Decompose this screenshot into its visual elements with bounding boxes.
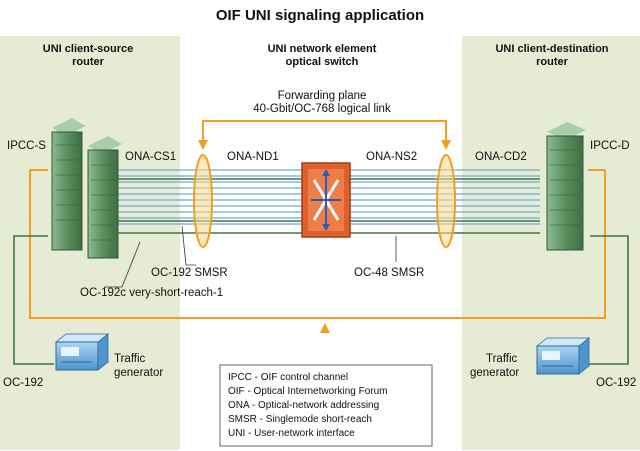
ipcc-s-label: IPCC-S (7, 140, 46, 152)
forwarding-plane-line1: Forwarding plane (278, 90, 367, 102)
forwarding-plane-line2: 40-Gbit/OC-768 logical link (253, 103, 391, 115)
traffic-gen-right-line1: Traffic (486, 353, 518, 365)
legend-box (219, 364, 433, 447)
legend-item: ONA - Optical-network addressing (228, 400, 379, 411)
ona-nd1-label: ONA-ND1 (227, 151, 279, 163)
traffic-gen-left-line2: generator (114, 367, 163, 379)
oc192c-vsr-label: OC-192c very-short-reach-1 (80, 287, 223, 299)
diagram-title: OIF UNI signaling application (216, 7, 424, 24)
traffic-generator-right-icon (535, 337, 591, 375)
ona-cs1-label: ONA-CS1 (125, 151, 176, 163)
forwarding-plane-bracket (202, 120, 447, 143)
left-lens (193, 154, 213, 248)
ona-ns2-label: ONA-NS2 (366, 151, 417, 163)
control-arrow-up (320, 323, 330, 333)
arrow-down-left (198, 140, 208, 150)
arrow-down-right (441, 140, 451, 150)
oc192-smsr-label: OC-192 SMSR (151, 267, 228, 279)
oc192-left-label: OC-192 (3, 377, 43, 389)
center-panel-header-line1: UNI network element (268, 43, 377, 55)
traffic-generator-left-icon (54, 333, 110, 371)
legend-item: SMSR - Singlemode short-reach (228, 414, 372, 425)
legend-item: UNI - User-network interface (228, 428, 355, 439)
right-lens (436, 154, 456, 248)
oc192-right-label: OC-192 (596, 377, 636, 389)
right-panel-header-line1: UNI client-destination (495, 43, 608, 55)
optical-switch-icon (301, 162, 351, 238)
oc48-smsr-label: OC-48 SMSR (354, 267, 424, 279)
left-panel-header-line1: UNI client-source (43, 43, 133, 55)
legend-item: OIF - Optical Internetworking Forum (228, 386, 388, 397)
traffic-gen-right-line2: generator (470, 367, 519, 379)
smsr-pointers (104, 225, 397, 288)
left-router (51, 118, 122, 259)
left-panel-header-line2: router (72, 56, 105, 68)
oc192-links (13, 235, 629, 365)
ipcc-d-label: IPCC-D (590, 140, 630, 152)
right-router (546, 122, 586, 251)
center-panel-header-line2: optical switch (286, 56, 359, 68)
ona-cd2-label: ONA-CD2 (475, 151, 527, 163)
legend-item: IPCC - OIF control channel (228, 372, 348, 383)
right-panel-header-line2: router (536, 56, 569, 68)
control-channel-loop (29, 169, 606, 319)
traffic-gen-left-line1: Traffic (114, 353, 146, 365)
